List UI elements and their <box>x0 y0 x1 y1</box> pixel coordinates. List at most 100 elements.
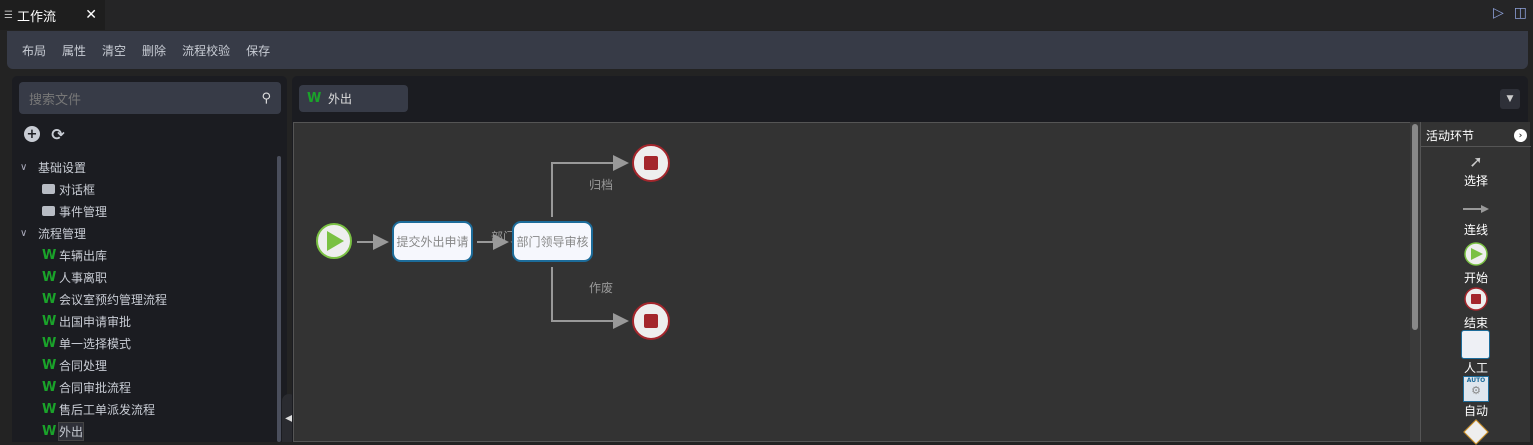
validate-button[interactable]: 流程校验 <box>182 43 231 58</box>
toolbar: 布局 属性 清空 删除 流程校验 保存 <box>7 31 1528 69</box>
workflow-icon: W <box>42 357 57 373</box>
sidebar-scrollbar[interactable] <box>277 156 281 442</box>
save-button[interactable]: 保存 <box>246 43 271 58</box>
workflow-icon: W <box>42 379 57 395</box>
dropdown-button[interactable]: ▼ <box>1500 89 1520 109</box>
close-icon[interactable]: ✕ <box>85 7 97 23</box>
item-label: 事件管理 <box>59 204 108 219</box>
edge-label: 归档 <box>589 178 614 192</box>
properties-button[interactable]: 属性 <box>62 43 87 58</box>
edge-label: 作废 <box>589 281 614 295</box>
palette-start[interactable]: 开始 <box>1421 242 1531 286</box>
tab-title: 工作流 <box>16 9 56 25</box>
palette-label: 人工 <box>1463 361 1488 375</box>
group-label: 基础设置 <box>38 160 87 175</box>
chevron-down-icon: ∨ <box>20 227 28 239</box>
item-label: 车辆出库 <box>59 248 108 263</box>
palette-label: 连线 <box>1463 223 1488 237</box>
end-node-void <box>632 302 670 340</box>
workflow-icon: W <box>42 401 57 417</box>
workflow-icon: W <box>42 423 57 439</box>
tab-workflow[interactable]: ☰ 工作流 ✕ <box>0 0 105 30</box>
chevron-right-icon[interactable]: › <box>1514 129 1527 142</box>
palette-end[interactable]: 结束 <box>1421 287 1531 331</box>
group-label: 流程管理 <box>38 226 87 241</box>
item-label: 人事离职 <box>59 270 108 285</box>
start-node <box>316 223 352 259</box>
item-label: 出国申请审批 <box>59 314 132 329</box>
layout-button[interactable]: 布局 <box>22 43 47 58</box>
arrow-icon <box>1463 205 1489 213</box>
tree-group[interactable]: ∨ 基础设置 <box>20 156 275 178</box>
cursor-icon: ➚ <box>1469 152 1483 171</box>
workflow-icon: W <box>42 269 57 285</box>
play-icon[interactable]: ▷ <box>1492 5 1504 21</box>
tree-group[interactable]: ∨ 流程管理 <box>20 222 275 244</box>
start-icon <box>1464 242 1488 266</box>
task-node[interactable]: 部门领导审核 <box>512 221 593 262</box>
folder-icon <box>42 184 55 194</box>
palette-label: 开始 <box>1463 271 1488 285</box>
editor-tab[interactable]: W 外出 <box>299 85 408 112</box>
delete-button[interactable]: 删除 <box>142 43 167 58</box>
palette-label: 选择 <box>1463 174 1488 188</box>
tree-item[interactable]: 事件管理 <box>20 200 275 222</box>
edge-void <box>551 267 629 329</box>
tab-bar: ☰ 工作流 ✕ ▷ ◫ <box>0 0 1533 30</box>
split-view-icon[interactable]: ◫ <box>1513 5 1527 21</box>
palette-label: 结束 <box>1463 316 1488 330</box>
palette-title: 活动环节 <box>1426 129 1475 143</box>
palette: 活动环节 › ➚ 选择 连线 开始 结束 人工 AUTO⚙ 自动 <box>1420 122 1531 445</box>
add-icon[interactable]: + <box>24 126 40 142</box>
folder-icon <box>42 206 55 216</box>
palette-manual[interactable]: 人工 <box>1421 330 1531 376</box>
item-label: 合同审批流程 <box>59 380 132 395</box>
search-input[interactable]: 搜索文件 ⚲ <box>19 82 281 114</box>
scroll-thumb[interactable] <box>1412 124 1418 330</box>
editor-tab-label: 外出 <box>328 92 353 106</box>
end-icon <box>1464 287 1488 311</box>
palette-connector[interactable]: 连线 <box>1421 200 1531 238</box>
palette-auto[interactable]: AUTO⚙ 自动 <box>1421 376 1531 419</box>
edge-label: 部门 <box>491 230 516 244</box>
chevron-down-icon: ∨ <box>20 161 28 173</box>
end-node-archive <box>632 144 670 182</box>
search-icon[interactable]: ⚲ <box>261 90 271 106</box>
tree-item[interactable]: 对话框 <box>20 178 275 200</box>
palette-select[interactable]: ➚ 选择 <box>1421 152 1531 189</box>
item-label: 单一选择模式 <box>59 336 132 351</box>
item-label: 合同处理 <box>59 358 108 373</box>
manual-task-icon <box>1461 330 1490 359</box>
diagram-canvas[interactable]: 部门 归档 作废 提交外出申请 部门领导审核 <box>293 122 1411 442</box>
item-label: 外出 <box>57 421 85 441</box>
item-label: 对话框 <box>59 182 96 197</box>
task-node[interactable]: 提交外出申请 <box>392 221 473 262</box>
palette-label: 自动 <box>1463 404 1488 418</box>
workflow-icon: W <box>42 291 57 307</box>
canvas-scrollbar[interactable] <box>1410 122 1420 442</box>
workflow-icon: W <box>42 247 57 263</box>
workflow-icon: W <box>42 335 57 351</box>
refresh-icon[interactable]: ⟳ <box>51 124 65 144</box>
edge-archive <box>551 155 629 217</box>
palette-header: 活动环节 › <box>1421 125 1531 147</box>
item-label: 会议室预约管理流程 <box>59 292 168 307</box>
search-placeholder: 搜索文件 <box>29 92 82 108</box>
gateway-icon[interactable] <box>1463 419 1489 445</box>
workflow-icon: W <box>42 313 57 329</box>
workflow-icon: W <box>307 91 322 106</box>
clear-button[interactable]: 清空 <box>102 43 127 58</box>
connectors <box>316 144 670 340</box>
menu-icon: ☰ <box>4 9 13 21</box>
